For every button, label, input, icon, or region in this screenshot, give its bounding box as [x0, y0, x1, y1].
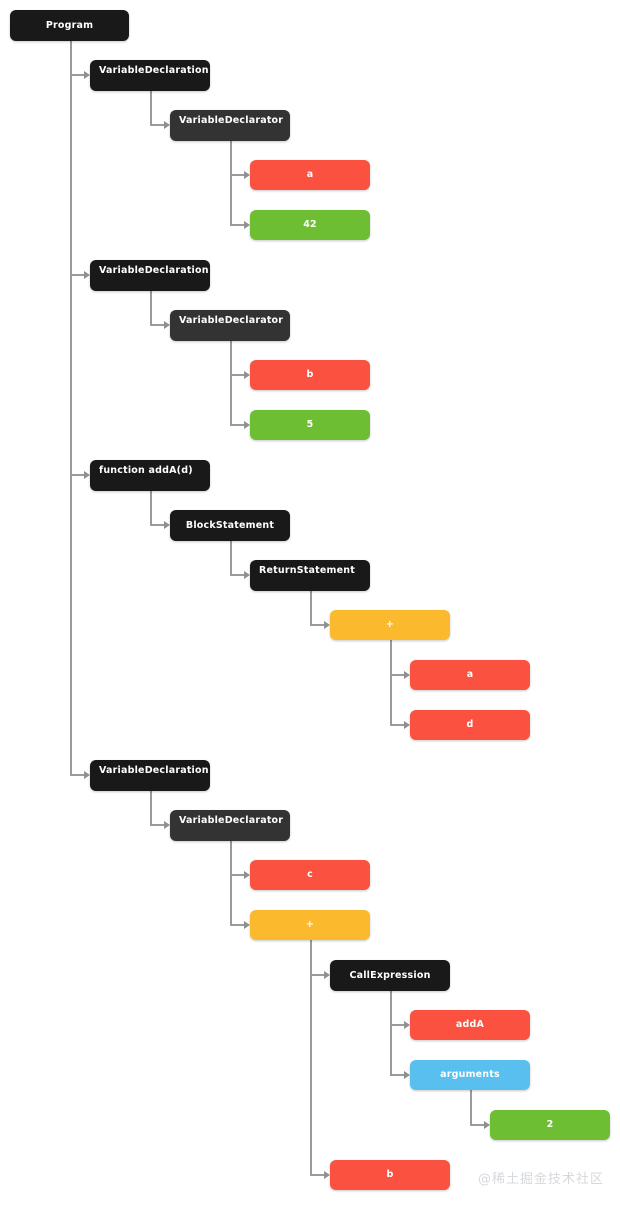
edge-vertical: [230, 541, 232, 575]
edge-arrowhead: [164, 321, 170, 329]
ast-node-ident-a1[interactable]: a: [250, 160, 370, 190]
edge-vertical: [230, 341, 232, 425]
edge-horizontal: [70, 74, 84, 76]
edge-arrowhead: [244, 221, 250, 229]
ast-node-num-2[interactable]: 2: [490, 1110, 610, 1140]
ast-node-ident-c[interactable]: c: [250, 860, 370, 890]
ast-node-binary-plus2[interactable]: +: [250, 910, 370, 940]
ast-node-num-5[interactable]: 5: [250, 410, 370, 440]
ast-node-blockstatement[interactable]: BlockStatement: [170, 510, 290, 541]
ast-node-vardeclarator1[interactable]: VariableDeclarator: [170, 110, 290, 141]
ast-node-binary-plus1[interactable]: +: [330, 610, 450, 640]
edge-arrowhead: [84, 271, 90, 279]
edge-horizontal: [230, 374, 244, 376]
ast-node-vardecl2[interactable]: VariableDeclaration: [90, 260, 210, 291]
edge-arrowhead: [84, 471, 90, 479]
edge-arrowhead: [164, 521, 170, 529]
ast-node-ident-b1[interactable]: b: [250, 360, 370, 390]
ast-node-funcdecl[interactable]: function addA(d): [90, 460, 210, 491]
ast-node-callexpression[interactable]: CallExpression: [330, 960, 450, 991]
edge-horizontal: [310, 974, 324, 976]
edge-vertical: [230, 841, 232, 925]
edge-horizontal: [310, 1174, 324, 1176]
edge-vertical: [150, 291, 152, 325]
edge-arrowhead: [404, 671, 410, 679]
ast-node-vardecl1[interactable]: VariableDeclaration: [90, 60, 210, 91]
edge-vertical: [390, 640, 392, 725]
edge-vertical: [310, 591, 312, 625]
edge-horizontal: [390, 724, 404, 726]
edge-arrowhead: [164, 121, 170, 129]
edge-arrowhead: [84, 71, 90, 79]
edge-arrowhead: [244, 171, 250, 179]
edge-vertical: [230, 141, 232, 225]
edge-arrowhead: [404, 1021, 410, 1029]
ast-node-vardecl3[interactable]: VariableDeclaration: [90, 760, 210, 791]
edge-vertical: [150, 791, 152, 825]
edge-vertical: [150, 491, 152, 525]
edge-horizontal: [470, 1124, 484, 1126]
edge-arrowhead: [244, 371, 250, 379]
edge-horizontal: [230, 174, 244, 176]
ast-node-num-42[interactable]: 42: [250, 210, 370, 240]
edge-horizontal: [70, 774, 84, 776]
edge-arrowhead: [164, 821, 170, 829]
edge-vertical: [310, 940, 312, 1175]
edge-arrowhead: [404, 721, 410, 729]
edge-arrowhead: [404, 1071, 410, 1079]
edge-horizontal: [70, 274, 84, 276]
edge-vertical: [390, 991, 392, 1075]
edge-horizontal: [230, 574, 244, 576]
edge-horizontal: [230, 924, 244, 926]
edge-vertical: [470, 1090, 472, 1125]
edge-arrowhead: [324, 1171, 330, 1179]
ast-node-callee-addA[interactable]: addA: [410, 1010, 530, 1040]
ast-node-vardeclarator3[interactable]: VariableDeclarator: [170, 810, 290, 841]
edge-horizontal: [150, 324, 164, 326]
edge-horizontal: [150, 124, 164, 126]
edge-arrowhead: [244, 571, 250, 579]
ast-node-ident-d[interactable]: d: [410, 710, 530, 740]
edge-vertical: [150, 91, 152, 125]
edge-arrowhead: [244, 421, 250, 429]
edge-arrowhead: [484, 1121, 490, 1129]
edge-horizontal: [390, 1024, 404, 1026]
edge-arrowhead: [324, 621, 330, 629]
ast-node-ident-a2[interactable]: a: [410, 660, 530, 690]
ast-node-vardeclarator2[interactable]: VariableDeclarator: [170, 310, 290, 341]
ast-node-program[interactable]: Program: [10, 10, 129, 41]
edge-arrowhead: [244, 871, 250, 879]
edge-horizontal: [230, 224, 244, 226]
ast-node-arguments[interactable]: arguments: [410, 1060, 530, 1090]
watermark-label: @稀土掘金技术社区: [478, 1172, 605, 1187]
ast-node-returnstatement[interactable]: ReturnStatement: [250, 560, 370, 591]
edge-horizontal: [390, 1074, 404, 1076]
edge-arrowhead: [324, 971, 330, 979]
edge-horizontal: [230, 874, 244, 876]
edge-horizontal: [230, 424, 244, 426]
edge-arrowhead: [84, 771, 90, 779]
edge-horizontal: [150, 824, 164, 826]
edge-horizontal: [150, 524, 164, 526]
edge-arrowhead: [244, 921, 250, 929]
ast-node-ident-b2[interactable]: b: [330, 1160, 450, 1190]
edge-horizontal: [70, 474, 84, 476]
edge-vertical: [70, 41, 72, 775]
edge-horizontal: [390, 674, 404, 676]
edge-horizontal: [310, 624, 324, 626]
